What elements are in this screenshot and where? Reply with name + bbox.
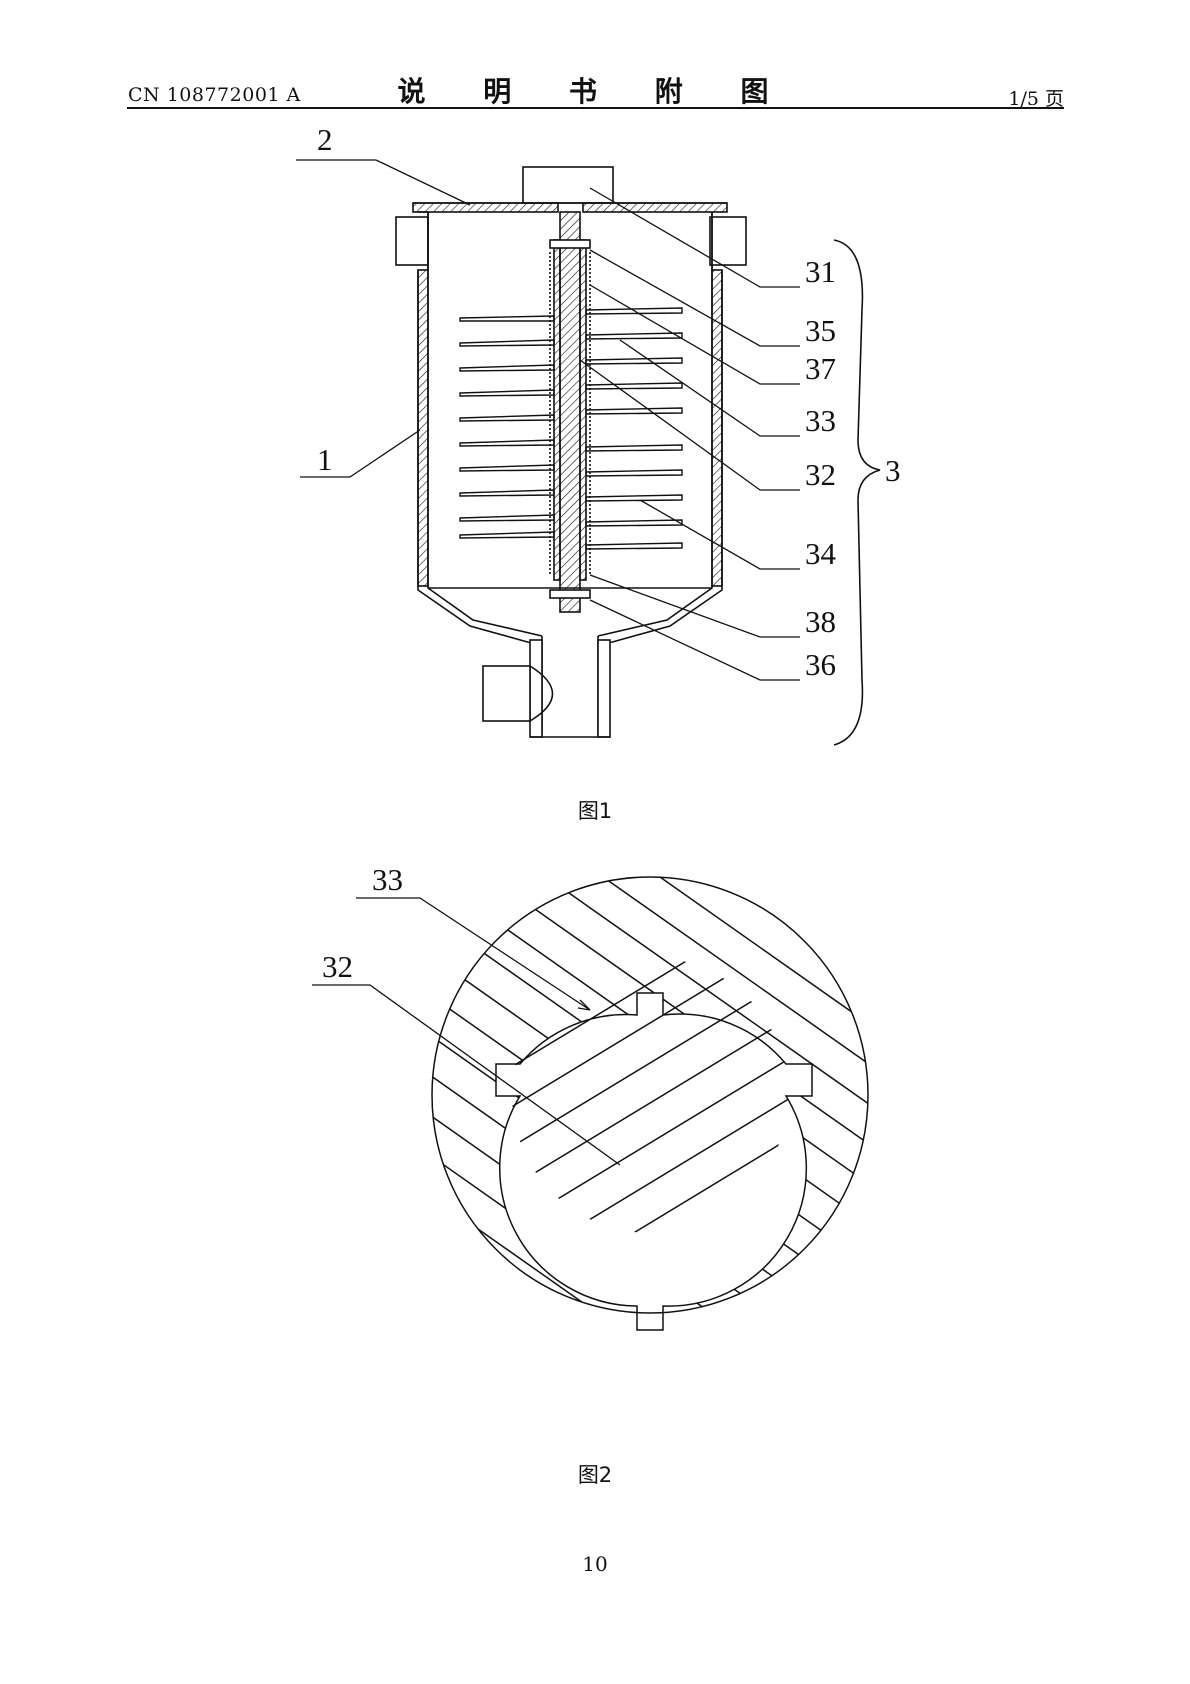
- lid-2: [412, 202, 728, 213]
- drain-outlet: [482, 636, 611, 738]
- label-35: 35: [805, 313, 836, 348]
- label-31: 31: [805, 254, 836, 289]
- label-34: 34: [805, 536, 837, 571]
- figure-2-labels: 33 32: [322, 862, 403, 984]
- tank-wall-1: [417, 211, 723, 647]
- figure-1-labels: 2 1 31 35 37 33 32 34 38 36 3: [317, 122, 901, 682]
- figure-2-caption: 图2: [577, 1463, 613, 1487]
- page-title: 说 明 书 附 图: [397, 75, 793, 108]
- shaft-32: [559, 211, 581, 613]
- header-rule: [127, 107, 1064, 109]
- inlet-pipe-right: [709, 216, 747, 266]
- bearing-35: [549, 239, 591, 249]
- figure-1-drawing: [296, 159, 881, 746]
- doc-number: CN 108772001 A: [128, 84, 301, 106]
- bearing-36: [549, 589, 591, 599]
- motor-31: [522, 166, 614, 204]
- figure-2-leaders: [312, 897, 621, 1166]
- brace-3: [833, 239, 881, 746]
- label-2: 2: [317, 122, 333, 157]
- label-38: 38: [805, 604, 836, 639]
- label-36: 36: [805, 647, 836, 682]
- label-37: 37: [805, 351, 836, 386]
- page-counter: 1/5 页: [1008, 88, 1064, 110]
- figure-1-caption: 图1: [577, 799, 613, 823]
- sleeve-33-right: [579, 239, 587, 581]
- inlet-pipe-left: [395, 216, 429, 266]
- label-1: 1: [317, 442, 333, 477]
- fig2-label-32: 32: [322, 949, 353, 984]
- page-header: CN 108772001 A 说 明 书 附 图 1/5 页: [0, 70, 1190, 114]
- blades-34: [459, 307, 683, 550]
- label-3: 3: [885, 453, 901, 488]
- sleeve-33-left: [553, 239, 561, 581]
- fig2-label-33: 33: [372, 862, 403, 897]
- label-32: 32: [805, 457, 836, 492]
- label-33: 33: [805, 403, 836, 438]
- figure-2-drawing: [312, 876, 869, 1331]
- page-number: 10: [582, 1552, 608, 1576]
- figure-1-leaders: [296, 159, 800, 681]
